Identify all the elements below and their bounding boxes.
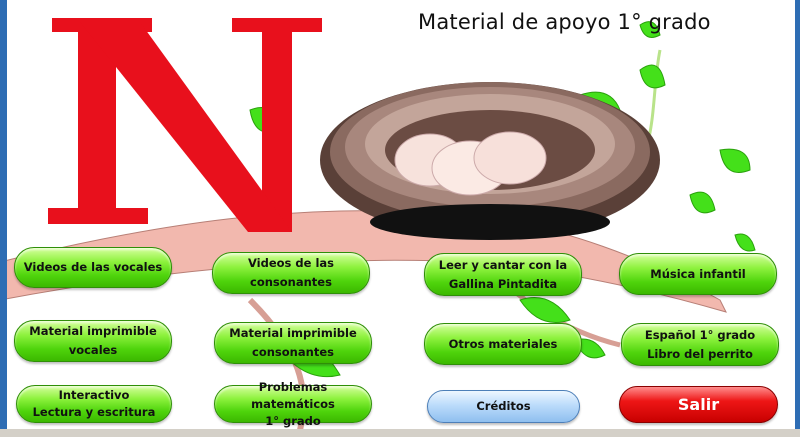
page-title: Material de apoyo 1° grado bbox=[418, 10, 711, 34]
nest bbox=[320, 82, 660, 240]
creditos-button[interactable]: Créditos bbox=[427, 390, 580, 423]
otros-materiales-button[interactable]: Otros materiales bbox=[424, 323, 582, 365]
musica-infantil-button[interactable]: Música infantil bbox=[619, 253, 777, 295]
videos-vocales-button[interactable]: Videos de las vocales bbox=[14, 247, 172, 288]
button-label: Salir bbox=[677, 395, 720, 414]
taskbar bbox=[0, 429, 800, 437]
button-label: Otros materiales bbox=[448, 336, 558, 351]
logo-letter-n bbox=[48, 18, 322, 232]
button-label: Videos de las vocales bbox=[23, 260, 163, 274]
salir-button[interactable]: Salir bbox=[619, 386, 778, 423]
button-label: Créditos bbox=[476, 399, 531, 413]
button-label: Música infantil bbox=[650, 266, 746, 281]
